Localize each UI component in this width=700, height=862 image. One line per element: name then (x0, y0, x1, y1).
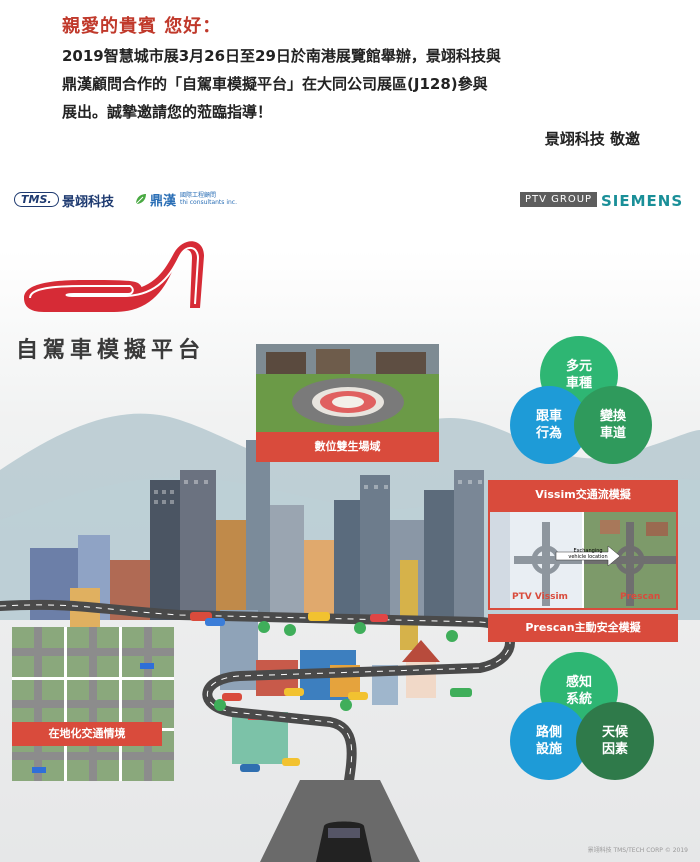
ptv-vissim-label: PTV Vissim (512, 592, 568, 602)
local-traffic-grid (12, 627, 174, 781)
vissim-label: Vissim交通流模擬 (488, 480, 678, 510)
dh-company-subtitle: 國際工程顧問 thi consultants inc. (180, 192, 237, 206)
exchanging-label: Exchanging vehicle location (568, 548, 608, 560)
vissim-prescan-screenshot: Exchanging vehicle location PTV Vissim P… (488, 510, 678, 610)
roundabout-render (256, 344, 439, 432)
exchange-arrow-icon (555, 545, 621, 567)
invitation-line-2: 鼎漢顧問合作的「自駕車模擬平台」在大同公司展區(J128)參與 (62, 75, 488, 93)
platform-title: 自駕車模擬平台 (16, 338, 206, 363)
signature: 景翊科技 敬邀 (544, 130, 640, 148)
skyline (30, 440, 484, 764)
bubble-weather-factors: 天候 因素 (576, 702, 654, 780)
simulation-views (490, 512, 676, 608)
trees (214, 621, 458, 711)
prescan-small-label: Prescan (620, 592, 661, 602)
digital-twin-label: 數位雙生場域 (256, 432, 439, 462)
dh-company-name: 鼎漢 (150, 194, 177, 209)
invitation-line-3: 展出。誠摯邀請您的蒞臨指導！ (62, 103, 273, 121)
road-foreground (260, 780, 420, 862)
ptv-group-logo: PTV GROUP (520, 192, 598, 207)
tms-company-name: 景翊科技 (62, 195, 115, 210)
tms-logo: TMS. (14, 192, 59, 207)
cars (190, 612, 472, 862)
local-traffic-label: 在地化交通情境 (12, 722, 162, 746)
dh-leaf-icon (135, 194, 146, 205)
invitation-line-1: 2019智慧城市展3月26日至29日於南港展覽館舉辦，景翊科技與 (62, 47, 501, 65)
prescan-label: Prescan主動安全模擬 (488, 614, 678, 642)
bubble-lane-change: 變換 車道 (574, 386, 652, 464)
bubble-roadside-facilities: 路側 設施 (510, 702, 588, 780)
road-center-line (0, 604, 511, 862)
ego-vehicle (316, 821, 372, 862)
intersection-tiles (12, 627, 174, 781)
greeting-heading: 親愛的貴賓 您好： (62, 16, 222, 37)
copyright-text: 景翊科技 TMS/TECH CORP © 2019 (587, 847, 688, 854)
building-windows (154, 480, 482, 504)
platform-swoosh-logo (24, 241, 204, 312)
digital-twin-image (256, 344, 439, 432)
siemens-logo: SIEMENS (601, 192, 684, 210)
